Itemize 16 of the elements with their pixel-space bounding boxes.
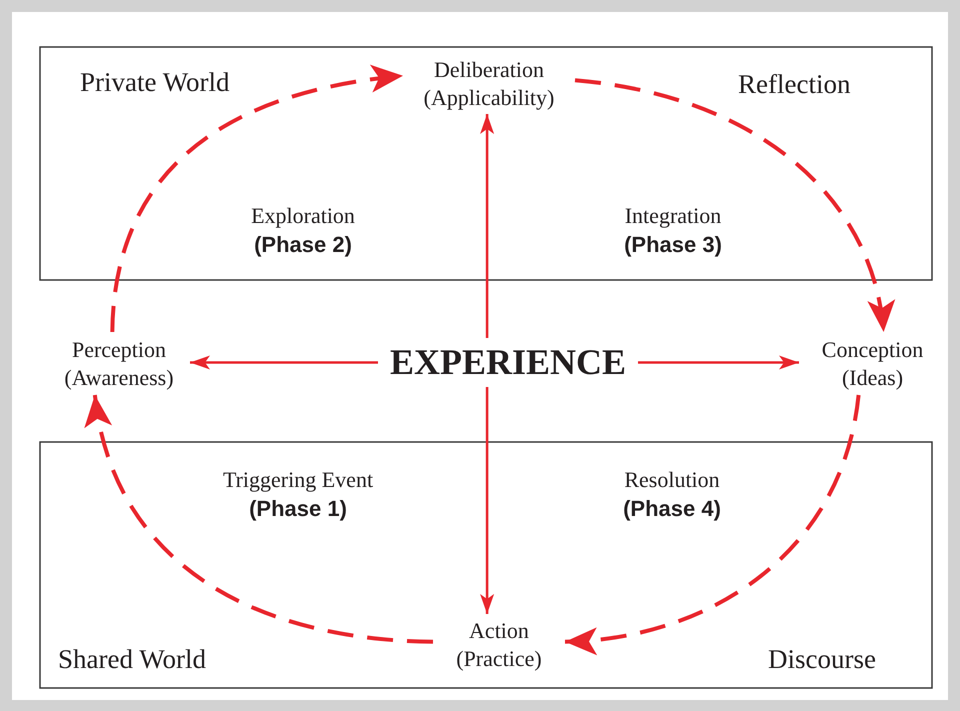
region-title: Reflection — [738, 68, 850, 101]
phase-label: Exploration (Phase 2) — [250, 202, 356, 259]
region-title: Shared World — [58, 643, 206, 676]
dashed-arrow — [86, 394, 434, 644]
arrow — [480, 387, 494, 614]
phase-label: Integration (Phase 3) — [623, 202, 723, 259]
phase-label: Triggering Event (Phase 1) — [222, 466, 374, 523]
phase-label: Resolution (Phase 4) — [622, 466, 722, 523]
region-title: Discourse — [768, 643, 876, 676]
arrow — [480, 114, 494, 338]
dashed-arrow — [564, 394, 861, 654]
region-title: Private World — [80, 66, 230, 99]
dashed-arrow — [110, 66, 404, 332]
arrow — [638, 356, 799, 370]
dashed-arrow — [574, 78, 894, 332]
arrow — [190, 356, 378, 370]
